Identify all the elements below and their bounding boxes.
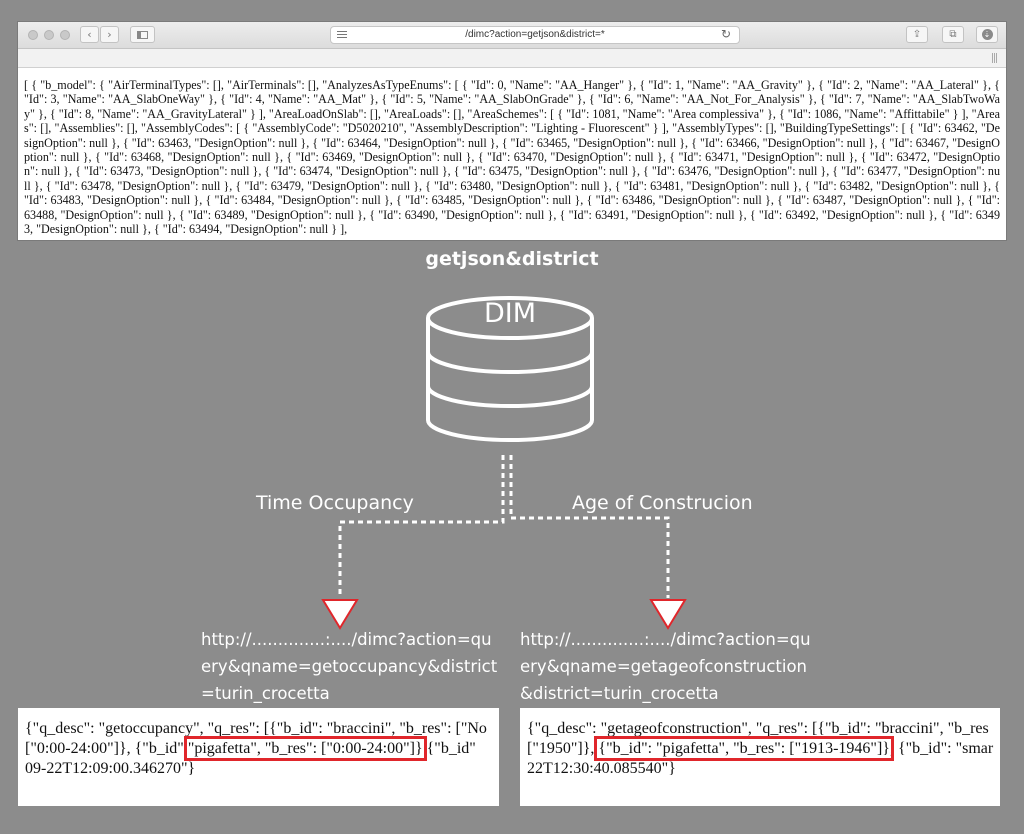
tabs-icon: ⧉ xyxy=(949,29,957,40)
query-url-line: ery&qname=getoccupancy&district xyxy=(201,657,498,676)
zoom-window-button[interactable] xyxy=(60,30,70,40)
database-label: DIM xyxy=(483,298,537,329)
result-text: ["0:00-24:00"]}, {"b_id" xyxy=(25,740,184,757)
minimize-window-button[interactable] xyxy=(44,30,54,40)
close-window-button[interactable] xyxy=(28,30,38,40)
json-response: [ { "b_model": { "AirTerminalTypes": [],… xyxy=(24,78,1000,237)
reload-icon[interactable]: ↻ xyxy=(720,27,731,41)
download-icon: ⇣ xyxy=(981,29,993,40)
branch-label-time-occupancy: Time Occupancy xyxy=(256,492,414,514)
reader-icon[interactable] xyxy=(337,31,347,40)
sidebar-button[interactable] xyxy=(130,26,155,43)
bookmarks-bar xyxy=(18,49,1006,68)
result-panel-age: {"q_desc": "getageofconstruction", "q_re… xyxy=(520,708,1000,806)
branch-label-age-of-construction: Age of Construcion xyxy=(572,492,753,514)
connector-lines xyxy=(338,455,670,598)
result-line: 09-22T12:09:00.346270"} xyxy=(25,760,196,777)
chevron-right-icon: › xyxy=(107,28,112,41)
share-icon: ⇪ xyxy=(912,29,922,40)
resize-grip-icon[interactable] xyxy=(992,53,998,63)
result-line: 22T12:30:40.085540"} xyxy=(527,760,676,777)
downloads-button[interactable]: ⇣ xyxy=(976,26,998,43)
back-button[interactable]: ‹ xyxy=(80,26,99,43)
url-text: /dimc?action=getjson&district=* xyxy=(465,29,605,40)
window-controls xyxy=(28,30,70,40)
database-icon xyxy=(426,296,594,442)
diagram-title: getjson&district xyxy=(425,248,599,270)
query-url-line: &district=turin_crocetta xyxy=(520,684,719,703)
share-button[interactable]: ⇪ xyxy=(906,26,928,43)
result-line: ["0:00-24:00"]}, {"b_id" "pigafetta", "b… xyxy=(25,736,499,761)
chevron-left-icon: ‹ xyxy=(87,28,92,41)
arrow-down-right-icon xyxy=(649,599,687,630)
query-url-age: http://..............:..../dimc?action=q… xyxy=(520,626,811,707)
result-text: , {"b_id": "smar xyxy=(889,740,994,757)
result-line: ["1950"]}, {"b_id": "pigafetta", "b_res"… xyxy=(527,736,1000,761)
query-url-line: http://..............:..../dimc?action=q… xyxy=(520,630,811,649)
result-text: ["1950"]}, xyxy=(527,740,599,757)
query-url-occupancy: http://..............:..../dimc?action=q… xyxy=(201,626,497,707)
browser-window: ‹ › /dimc?action=getjson&district=* ↻ ⇪ … xyxy=(18,22,1006,240)
tabs-button[interactable]: ⧉ xyxy=(942,26,964,43)
browser-toolbar: ‹ › /dimc?action=getjson&district=* ↻ ⇪ … xyxy=(18,22,1006,49)
result-line: {"q_desc": "getageofconstruction", "q_re… xyxy=(527,720,989,737)
sidebar-icon xyxy=(137,30,148,39)
highlighted-result: "pigafetta", "b_res": ["0:00-24:00"]} xyxy=(183,736,427,761)
result-text: {"b_id" xyxy=(422,740,476,757)
query-url-line: http://..............:..../dimc?action=q… xyxy=(201,630,492,649)
address-bar[interactable]: /dimc?action=getjson&district=* ↻ xyxy=(330,26,740,44)
arrow-down-left-icon xyxy=(321,599,359,630)
query-url-line: ery&qname=getageofconstruction xyxy=(520,657,808,676)
forward-button[interactable]: › xyxy=(100,26,119,43)
highlighted-result: {"b_id": "pigafetta", "b_res": ["1913-19… xyxy=(594,736,894,761)
result-line: {"q_desc": "getoccupancy", "q_res": [{"b… xyxy=(25,720,487,737)
result-panel-occupancy: {"q_desc": "getoccupancy", "q_res": [{"b… xyxy=(18,708,499,806)
query-url-line: =turin_crocetta xyxy=(201,684,330,703)
